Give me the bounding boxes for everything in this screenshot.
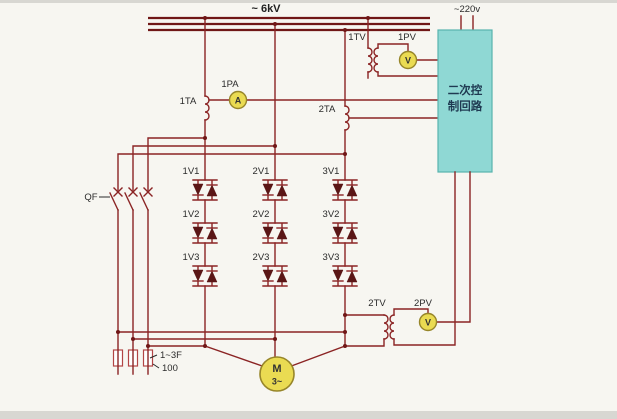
- tv2-label: 2TV: [368, 298, 386, 309]
- fuse-range-label: 1~3F: [160, 350, 182, 361]
- fuse-1f: [112, 349, 124, 367]
- phase-a-wire: [204, 17, 269, 369]
- ta2-label: 2TA: [319, 104, 336, 115]
- fuse-rating-label: 100: [162, 363, 178, 374]
- qf-contact: [124, 187, 138, 211]
- motor-phase-label: 3~: [272, 377, 282, 387]
- thyristor-label-3v2: 3V2: [323, 209, 340, 220]
- tv1-secondary-winding: [373, 47, 379, 73]
- ammeter-1pa: [228, 90, 248, 110]
- phase-c-wire: [285, 29, 346, 369]
- ammeter-1pa-letter: A: [235, 96, 242, 106]
- qf-contact: [109, 187, 123, 211]
- aux-voltage-label: ~220v: [454, 4, 480, 15]
- thyristor-label-2v1: 2V1: [253, 166, 270, 177]
- bottom-border: [0, 411, 617, 419]
- qf-contact: [139, 187, 153, 211]
- thyristor-module-2v2: [262, 222, 288, 244]
- junction-dots: [116, 16, 370, 348]
- motor-letter: M: [272, 363, 281, 375]
- ta1-label: 1TA: [180, 96, 197, 107]
- thyristor-label-3v1: 3V1: [323, 166, 340, 177]
- voltmeter-2pv: [418, 312, 438, 332]
- control-box-text-line1: 二次控: [448, 83, 483, 97]
- bus-voltage-label: ~ 6kV: [251, 3, 281, 15]
- thyristor-label-1v3: 1V3: [183, 252, 200, 263]
- fuse-2f: [127, 349, 139, 367]
- voltmeter-2pv-letter: V: [425, 318, 431, 328]
- control-box-text-line2: 制回路: [448, 99, 483, 113]
- voltmeter-1pv-letter: V: [405, 56, 411, 66]
- label-pointer-lines: [99, 196, 160, 369]
- thyristor-module-1v1: [192, 179, 218, 201]
- motor: [259, 356, 295, 392]
- tv1-wires: [367, 17, 439, 79]
- tv2-primary-winding: [383, 314, 389, 340]
- thyristor-module-2v1: [262, 179, 288, 201]
- thyristor-module-3v2: [332, 222, 358, 244]
- tv1-label: 1TV: [348, 32, 366, 43]
- tv1-primary-winding: [367, 47, 373, 73]
- thyristor-label-1v2: 1V2: [183, 209, 200, 220]
- control-box: [437, 29, 493, 173]
- qf-label: QF: [84, 192, 97, 203]
- thyristor-label-2v3: 2V3: [253, 252, 270, 263]
- thyristor-module-2v3: [262, 265, 288, 287]
- thyristor-module-1v2: [192, 222, 218, 244]
- aux-supply-wires: [460, 15, 474, 31]
- pv2-label: 2PV: [414, 298, 433, 309]
- thyristor-label-3v3: 3V3: [323, 252, 340, 263]
- pa1-label: 1PA: [221, 79, 239, 90]
- bus-lines: [148, 16, 430, 32]
- tv2-wires: [344, 171, 471, 347]
- thyristor-label-2v2: 2V2: [253, 209, 270, 220]
- voltmeter-1pv: [398, 50, 418, 70]
- tv2-secondary-winding: [389, 314, 395, 340]
- top-border: [0, 0, 617, 3]
- qf-branch-wires: [117, 137, 346, 375]
- thyristor-module-1v3: [192, 265, 218, 287]
- thyristor-module-3v3: [332, 265, 358, 287]
- thyristor-label-1v1: 1V1: [183, 166, 200, 177]
- thyristor-module-3v1: [332, 179, 358, 201]
- pv1-label: 1PV: [398, 32, 417, 43]
